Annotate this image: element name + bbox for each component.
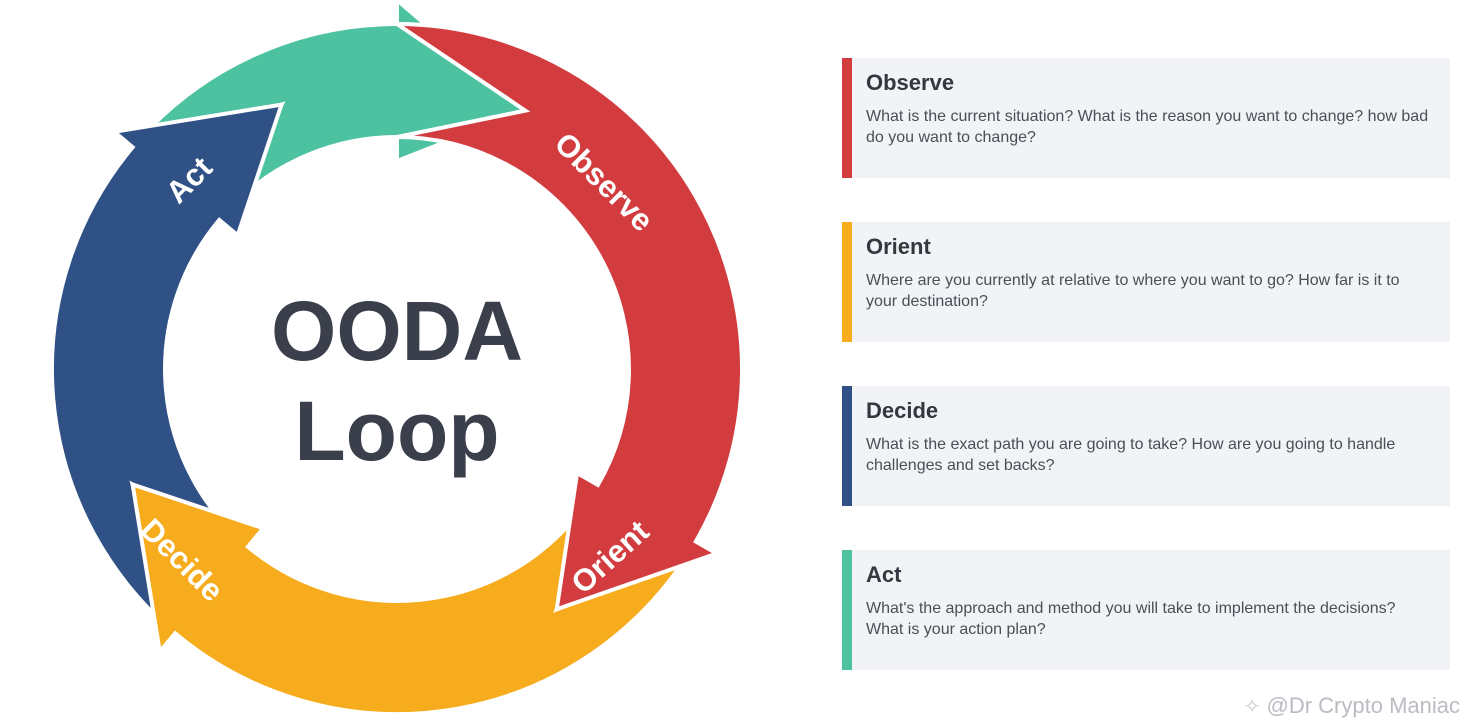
act-card-title: Act [866, 562, 902, 587]
decide-card-title: Decide [866, 398, 939, 423]
decide-card-description: What is the exact path you are going to … [866, 436, 1396, 474]
watermark: ✧ @Dr Crypto Maniac [1244, 693, 1460, 719]
orient-segment [130, 481, 701, 716]
observe-card-title: Observe [866, 70, 955, 95]
ooda-cycle-diagram: Observe Orient Decide Act OODA Loop [49, 0, 744, 716]
watermark-text: @Dr Crypto Maniac [1266, 693, 1461, 718]
act-segment [126, 0, 530, 222]
binance-square-icon: ✧ [1243, 695, 1261, 718]
decide-segment [49, 102, 285, 640]
center-title-line1: OODA [271, 284, 523, 378]
act-card: Act What's the approach and method you w… [842, 550, 1450, 670]
orient-card-title: Orient [866, 234, 931, 259]
observe-segment [390, 21, 744, 613]
observe-card: Observe What is the current situation? W… [842, 58, 1450, 178]
observe-card-description: What is the current situation? What is t… [866, 108, 1429, 146]
orient-card: Orient Where are you currently at relati… [842, 222, 1450, 342]
center-title-line2: Loop [294, 384, 499, 478]
orient-card-description: Where are you currently at relative to w… [866, 272, 1400, 310]
decide-card: Decide What is the exact path you are go… [842, 386, 1450, 506]
act-card-description: What's the approach and method you will … [866, 600, 1396, 638]
